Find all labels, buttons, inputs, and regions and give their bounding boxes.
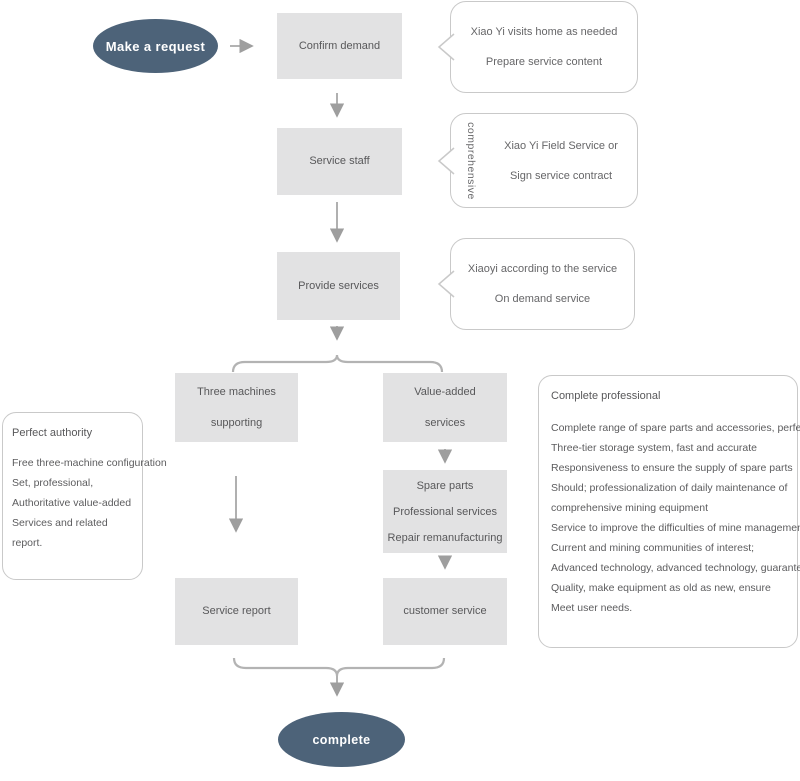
- note-complete-professional-title: Complete professional: [551, 390, 661, 402]
- callout-pointer-icon: [437, 33, 455, 61]
- note-line: Advanced technology, advanced technology…: [551, 562, 800, 574]
- node-value-added: Value-added services: [383, 373, 507, 442]
- node-spare-parts-line1: Spare parts: [416, 479, 474, 492]
- merge-brace: [232, 657, 446, 677]
- note-line: Three-tier storage system, fast and accu…: [551, 442, 758, 454]
- callout-staff-line2: Sign service contract: [509, 169, 613, 182]
- callout-provide-line1: Xiaoyi according to the service: [467, 263, 618, 275]
- node-three-machines-line2: supporting: [210, 416, 263, 429]
- node-three-machines-line1: Three machines: [197, 385, 276, 398]
- node-spare-parts-line3: Repair remanufacturing: [387, 531, 503, 544]
- note-line: Current and mining communities of intere…: [551, 542, 755, 554]
- node-spare-parts-line2: Professional services: [393, 505, 497, 518]
- note-line: Should; professionalization of daily mai…: [551, 482, 788, 494]
- note-perfect-authority: Perfect authority Free three-machine con…: [2, 412, 167, 580]
- node-spare-parts: Spare parts Professional services Repair…: [383, 470, 507, 553]
- callout-provide-services: Xiaoyi according to the service On deman…: [437, 238, 635, 330]
- callout-confirm-line2: Prepare service content: [485, 56, 603, 68]
- node-three-machines: Three machines supporting: [175, 373, 298, 442]
- note-line: Authoritative value-added: [12, 497, 132, 509]
- end-node-label: complete: [312, 732, 371, 747]
- callout-pointer-icon: [437, 146, 455, 175]
- note-line: Responsiveness to ensure the supply of s…: [551, 462, 793, 474]
- node-service-staff: Service staff: [277, 128, 402, 195]
- note-complete-professional: Complete professional Complete range of …: [538, 375, 800, 648]
- node-confirm-demand-label: Confirm demand: [298, 39, 381, 52]
- note-line: report.: [12, 537, 43, 549]
- node-service-report-label: Service report: [202, 605, 271, 617]
- split-brace: [231, 354, 444, 373]
- callout-confirm-line1: Xiao Yi visits home as needed: [470, 26, 618, 38]
- start-node: Make a request: [93, 19, 218, 73]
- node-service-report: Service report: [175, 578, 298, 645]
- callout-vertical-label: comprehensive: [465, 121, 477, 200]
- note-line: comprehensive mining equipment: [551, 502, 709, 514]
- node-value-added-line1: Value-added: [414, 385, 476, 398]
- callout-pointer-icon: [437, 270, 455, 298]
- note-line: Services and related: [12, 517, 108, 529]
- end-node: complete: [278, 712, 405, 767]
- note-line: Quality, make equipment as old as new, e…: [551, 582, 771, 594]
- note-line: Meet user needs.: [551, 602, 633, 614]
- node-service-staff-label: Service staff: [309, 155, 370, 167]
- callout-staff-line1: Xiao Yi Field Service or: [504, 139, 618, 152]
- callout-service-staff: comprehensive Xiao Yi Field Service or S…: [437, 113, 638, 208]
- node-provide-services-label: Provide services: [298, 279, 379, 292]
- node-value-added-line2: services: [424, 416, 466, 429]
- node-customer-service: customer service: [383, 578, 507, 645]
- node-confirm-demand: Confirm demand: [277, 13, 402, 79]
- note-line: Complete range of spare parts and access…: [551, 422, 800, 434]
- callout-provide-line2: On demand service: [494, 293, 591, 305]
- node-customer-service-label: customer service: [403, 605, 487, 617]
- note-line: Set, professional,: [12, 477, 94, 489]
- note-line: Service to improve the difficulties of m…: [551, 522, 800, 534]
- note-line: Free three-machine configuration: [12, 457, 167, 469]
- start-node-label: Make a request: [105, 38, 206, 54]
- callout-confirm-demand: Xiao Yi visits home as needed Prepare se…: [437, 1, 638, 93]
- note-perfect-authority-title: Perfect authority: [12, 427, 93, 439]
- node-provide-services: Provide services: [277, 252, 400, 320]
